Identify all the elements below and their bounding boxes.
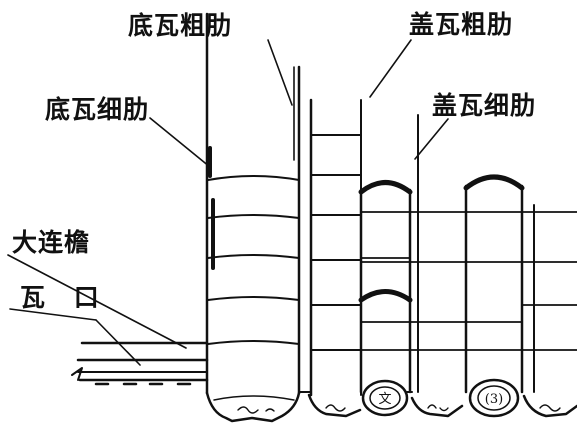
eave-board — [71, 341, 209, 386]
label-tile-mouth: 瓦 口 — [20, 283, 109, 312]
label-channel-tile-thick-rib: 底瓦粗肋 — [128, 11, 233, 40]
end-disc-mark-two: (3) — [485, 392, 503, 407]
end-disc-mark-one: 文 — [378, 392, 391, 407]
cover-tile-one — [358, 180, 413, 417]
channel-tile-left — [205, 12, 301, 423]
label-eave-board: 大连檐 — [12, 228, 91, 257]
channel-tile-edge — [521, 204, 577, 418]
label-cover-tile-thick-rib: 盖瓦粗肋 — [409, 10, 514, 39]
cover-tile-two — [463, 174, 525, 418]
label-cover-tile-thin-rib: 盖瓦细肋 — [432, 91, 537, 120]
label-channel-tile-thin-rib: 底瓦细肋 — [45, 95, 150, 124]
leader-lines — [7, 39, 449, 366]
